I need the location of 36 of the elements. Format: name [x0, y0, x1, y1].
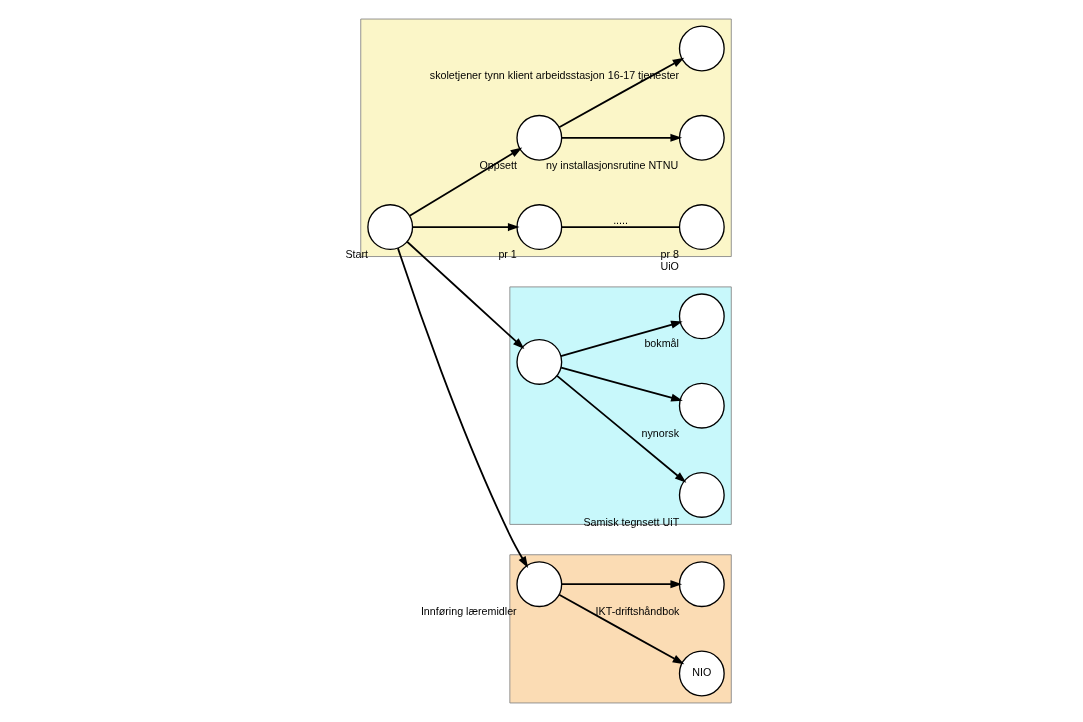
node-circle	[515, 114, 562, 161]
arrow	[560, 133, 682, 142]
node-circle	[678, 471, 725, 518]
arrow	[411, 223, 520, 232]
arrow	[559, 320, 683, 357]
node-circle	[678, 293, 725, 340]
arrow	[408, 147, 522, 217]
node-label: nynorsk	[641, 426, 679, 439]
node-circle	[678, 561, 725, 608]
node-circle	[515, 561, 562, 608]
node-circle	[678, 25, 725, 72]
node-label: Innføring læremidler	[420, 605, 517, 618]
node-label: Start	[344, 247, 368, 260]
node-label: pr 8	[659, 247, 679, 260]
node-circle	[678, 114, 725, 161]
node-label: UiO	[659, 259, 679, 272]
arrow	[557, 593, 684, 665]
arrow	[560, 580, 682, 589]
node-circle	[515, 338, 562, 385]
node-label: Samisk tegnsett UiT	[582, 515, 679, 528]
node-circle	[678, 382, 725, 429]
node-label: pr 1	[497, 247, 517, 260]
node-label: IKT-driftshåndbok	[595, 605, 679, 618]
node-circle	[678, 204, 725, 251]
node-label: ny installasjonsrutine NTNU	[545, 158, 678, 171]
node-circle: NIO	[678, 650, 725, 697]
node-label: bokmål	[643, 337, 679, 350]
node-circle	[366, 204, 413, 251]
arrow	[405, 240, 524, 350]
edge-label: .....	[612, 214, 628, 227]
arrow	[555, 375, 686, 483]
connector	[560, 226, 680, 228]
arrow	[557, 57, 684, 129]
arrow	[559, 366, 683, 402]
node-circle	[515, 204, 562, 251]
arrow	[396, 247, 528, 569]
